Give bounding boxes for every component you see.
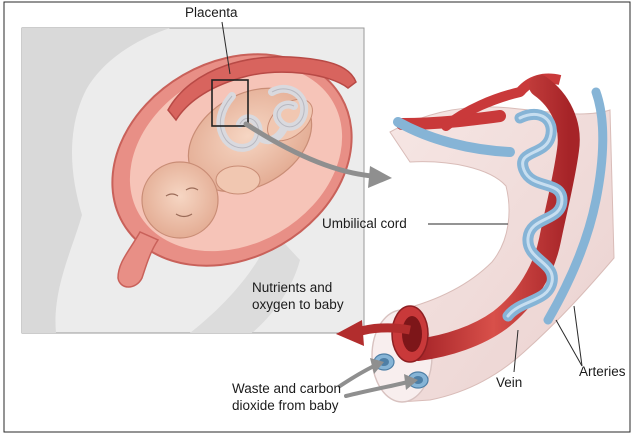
arteries-leader-2 bbox=[574, 306, 582, 366]
vein-label: Vein bbox=[496, 375, 522, 392]
waste-label: Waste and carbon dioxide from baby bbox=[232, 381, 341, 415]
arteries-label: Arteries bbox=[579, 364, 626, 381]
arteries-leader-1 bbox=[556, 320, 582, 366]
nutrients-label: Nutrients and oxygen to baby bbox=[252, 280, 344, 314]
umbilical-cord-label: Umbilical cord bbox=[322, 216, 407, 233]
placenta-label: Placenta bbox=[185, 5, 238, 22]
